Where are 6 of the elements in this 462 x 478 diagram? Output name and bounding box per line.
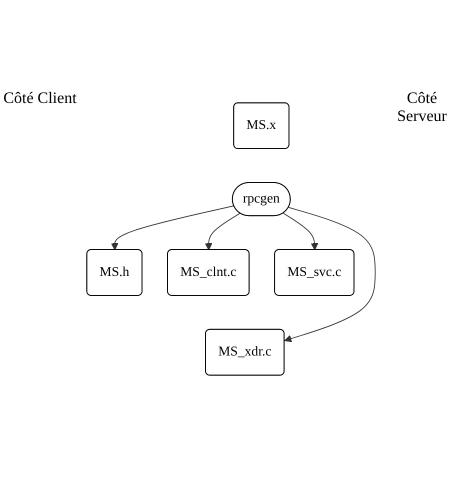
arrow bbox=[110, 205, 234, 250]
arrow bbox=[284, 207, 376, 342]
arrow bbox=[283, 212, 318, 250]
side-label: Côté Serveur bbox=[396, 90, 448, 126]
side-label: Côté Client bbox=[2, 90, 78, 108]
arrow bbox=[204, 212, 240, 250]
